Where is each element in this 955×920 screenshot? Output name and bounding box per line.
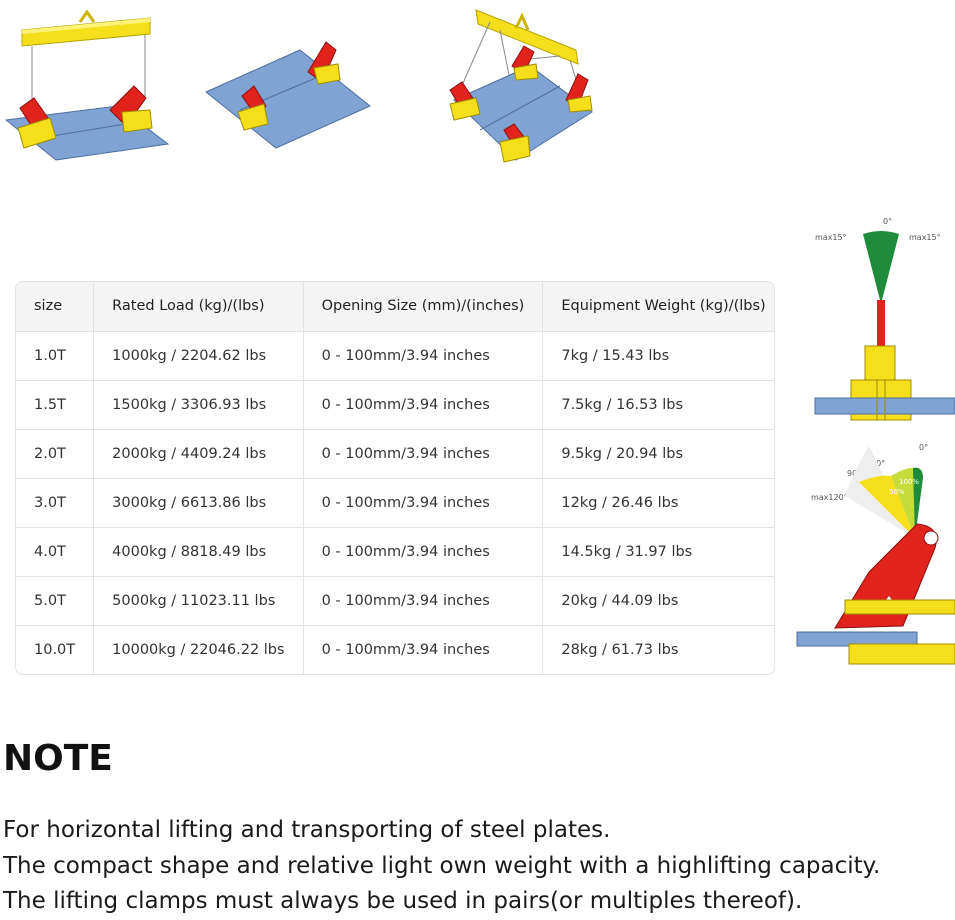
table-row: 3.0T 3000kg / 6613.86 lbs 0 - 100mm/3.94… xyxy=(16,478,774,528)
table-row: 5.0T 5000kg / 11023.11 lbs 0 - 100mm/3.9… xyxy=(16,576,774,626)
cell-equipment-weight: 20kg / 44.09 lbs xyxy=(542,576,774,626)
cell-size: 2.0T xyxy=(16,429,95,479)
cell-equipment-weight: 12kg / 26.46 lbs xyxy=(542,478,774,528)
cell-rated-load: 1000kg / 2204.62 lbs xyxy=(93,331,304,381)
cell-rated-load: 1500kg / 3306.93 lbs xyxy=(93,380,304,430)
table-row: 1.0T 1000kg / 2204.62 lbs 0 - 100mm/3.94… xyxy=(16,331,774,381)
label-ninety: 90° xyxy=(847,469,861,478)
label-pct-b: 50% xyxy=(889,488,905,496)
table-row: 2.0T 2000kg / 4409.24 lbs 0 - 100mm/3.94… xyxy=(16,429,774,479)
label-zero-b: 0° xyxy=(919,443,928,452)
cell-opening-size: 0 - 100mm/3.94 inches xyxy=(303,478,544,528)
cell-opening-size: 0 - 100mm/3.94 inches xyxy=(303,429,544,479)
vertical-angle-diagram: 0° max15° max15° xyxy=(814,217,955,421)
scene-beam-two-clamps xyxy=(4,9,170,161)
cell-equipment-weight: 14.5kg / 31.97 lbs xyxy=(542,527,774,577)
header-equipment-weight: Equipment Weight (kg)/(lbs) xyxy=(542,282,774,332)
cell-rated-load: 3000kg / 6613.86 lbs xyxy=(93,478,304,528)
header-size: size xyxy=(16,282,95,332)
label-sixty: 60° xyxy=(871,459,885,468)
cell-size: 1.5T xyxy=(16,380,95,430)
cell-size: 3.0T xyxy=(16,478,95,528)
cell-equipment-weight: 7kg / 15.43 lbs xyxy=(542,331,774,381)
cell-rated-load: 5000kg / 11023.11 lbs xyxy=(93,576,304,626)
lifting-illustrations xyxy=(4,9,593,163)
table-row: 10.0T 10000kg / 22046.22 lbs 0 - 100mm/3… xyxy=(16,625,774,674)
tilt-angle-diagram: 0° 60° 90° max120° 100% 50% xyxy=(796,443,955,665)
note-line: For horizontal lifting and transporting … xyxy=(3,817,611,843)
scene-beam-four-clamps xyxy=(449,9,593,163)
table-row: 1.5T 1500kg / 3306.93 lbs 0 - 100mm/3.94… xyxy=(16,380,774,430)
note-line: The lifting clamps must always be used i… xyxy=(3,888,803,914)
label-max-left: max15° xyxy=(815,233,847,242)
cell-opening-size: 0 - 100mm/3.94 inches xyxy=(303,331,544,381)
cell-size: 10.0T xyxy=(16,625,95,674)
scene-plate-two-clamps xyxy=(205,41,371,149)
header-rated-load: Rated Load (kg)/(lbs) xyxy=(93,282,304,332)
cell-equipment-weight: 7.5kg / 16.53 lbs xyxy=(542,380,774,430)
cell-rated-load: 2000kg / 4409.24 lbs xyxy=(93,429,304,479)
label-max120: max120° xyxy=(811,493,848,502)
cell-size: 5.0T xyxy=(16,576,95,626)
cell-equipment-weight: 9.5kg / 20.94 lbs xyxy=(542,429,774,479)
cell-size: 1.0T xyxy=(16,331,95,381)
cell-opening-size: 0 - 100mm/3.94 inches xyxy=(303,527,544,577)
cell-rated-load: 10000kg / 22046.22 lbs xyxy=(93,625,304,674)
header-opening-size: Opening Size (mm)/(inches) xyxy=(303,282,544,332)
label-pct-a: 100% xyxy=(899,478,919,486)
note-heading: NOTE xyxy=(3,738,113,779)
cell-rated-load: 4000kg / 8818.49 lbs xyxy=(93,527,304,577)
cell-opening-size: 0 - 100mm/3.94 inches xyxy=(303,576,544,626)
cell-opening-size: 0 - 100mm/3.94 inches xyxy=(303,380,544,430)
cell-equipment-weight: 28kg / 61.73 lbs xyxy=(561,641,679,658)
table-row: 4.0T 4000kg / 8818.49 lbs 0 - 100mm/3.94… xyxy=(16,527,774,577)
cell-opening-size: 0 - 100mm/3.94 inches xyxy=(303,625,544,674)
label-zero: 0° xyxy=(883,217,892,226)
note-line: The compact shape and relative light own… xyxy=(3,853,881,879)
cell-size: 4.0T xyxy=(16,527,95,577)
table-header-row: size Rated Load (kg)/(lbs) Opening Size … xyxy=(16,282,774,332)
label-max-right: max15° xyxy=(909,233,941,242)
spec-table: size Rated Load (kg)/(lbs) Opening Size … xyxy=(15,281,775,675)
